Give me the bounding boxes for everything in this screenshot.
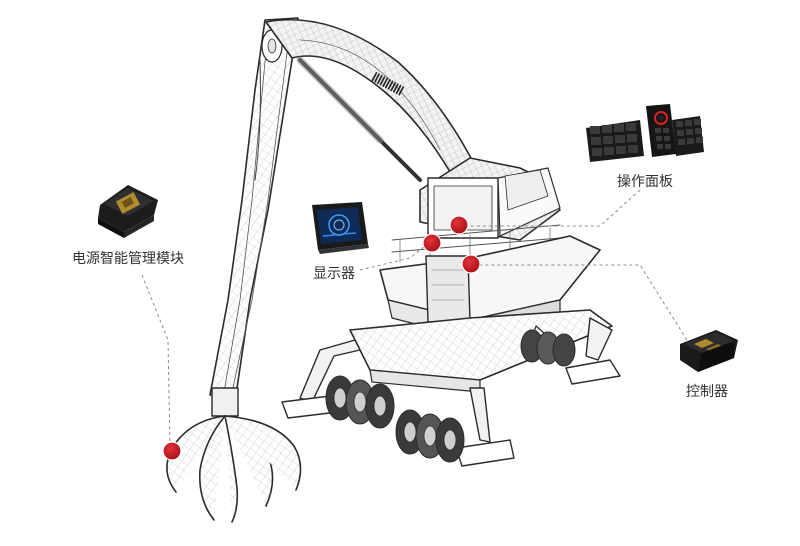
label-display: 显示器 bbox=[313, 266, 355, 282]
label-power-module: 电源智能管理模块 bbox=[72, 251, 184, 267]
label-operation-panel: 操作面板 bbox=[617, 174, 673, 190]
leader-display bbox=[359, 241, 431, 271]
material-handler-machine: ||||||||||| bbox=[166, 17, 621, 523]
hotspot-display bbox=[422, 233, 442, 253]
leader-controller bbox=[472, 264, 691, 346]
hotspot-operation-panel bbox=[449, 215, 469, 235]
leader-power-module bbox=[141, 274, 171, 449]
display-tablet-icon bbox=[312, 202, 369, 254]
hotspots bbox=[162, 215, 481, 461]
wheel-set-front bbox=[395, 409, 465, 463]
controller-box-icon bbox=[680, 330, 738, 372]
power-module-device-icon bbox=[98, 185, 158, 238]
keypad-panel-icon bbox=[586, 104, 704, 162]
label-controller: 控制器 bbox=[686, 384, 728, 400]
leader-lines bbox=[141, 189, 691, 449]
leader-operation-panel bbox=[464, 189, 641, 227]
wheel-set-rear bbox=[520, 329, 576, 367]
hotspot-power-module bbox=[162, 441, 182, 461]
hotspot-controller bbox=[461, 254, 481, 274]
wheel-set-left bbox=[325, 375, 395, 429]
